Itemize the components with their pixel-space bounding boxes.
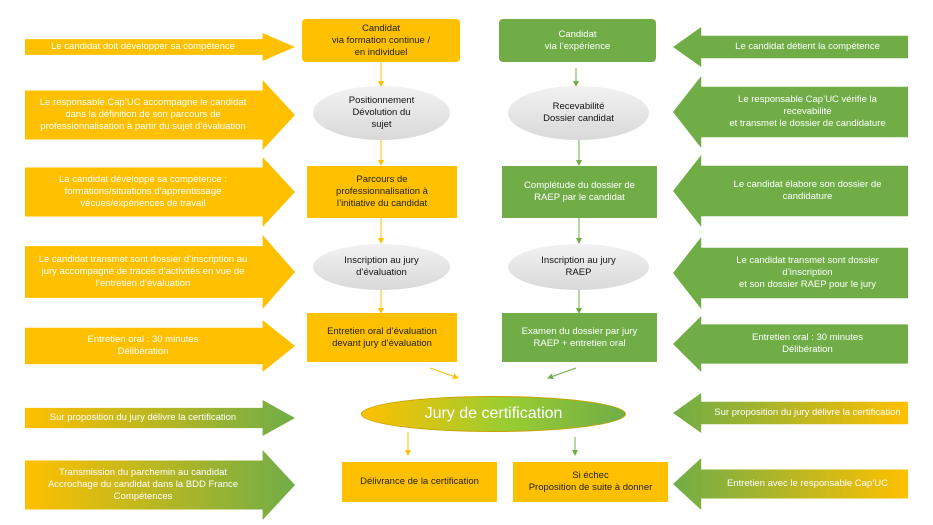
right-step-inscription: Inscription au jury RAEP	[508, 244, 649, 290]
left-step-entretien: Entretien oral d’évaluation devant jury …	[307, 313, 457, 362]
jury-node: Jury de certification	[361, 396, 626, 432]
left-note-5: Entretien oral : 30 minutes Délibération	[25, 320, 295, 372]
left-note-7: Transmission du parchemin au candidat Ac…	[25, 450, 295, 520]
outcome-success: Délivrance de la certification	[342, 462, 497, 502]
right-column-header: Candidat via l’expérience	[499, 19, 656, 62]
right-note-4: Le candidat transmet sont dossier d’insc…	[673, 237, 908, 309]
right-step-completude: Complétude du dossier de RAEP par le can…	[502, 166, 657, 218]
left-column-header: Candidat via formation continue / en ind…	[302, 19, 460, 62]
left-note-4: Le candidat transmet sont dossier d’insc…	[25, 235, 295, 309]
right-note-3: Le candidat élabore son dossier de candi…	[673, 155, 908, 227]
left-note-3: La candidat développe sa compétence : fo…	[25, 157, 295, 227]
left-note-2: Le responsable Cap’UC accompagne le cand…	[25, 80, 295, 150]
left-step-parcours: Parcours de professionnalisation à l’ini…	[307, 166, 457, 218]
right-step-examen: Examen du dossier par jury RAEP + entret…	[502, 313, 657, 362]
right-note-2: Le responsable Cap’UC vérifie la recevab…	[673, 76, 908, 148]
right-note-5: Entretien oral : 30 minutes Délibération	[673, 316, 908, 372]
outcome-failure: Si échec Proposition de suite à donner	[513, 462, 668, 502]
left-step-inscription: Inscription au jury d’évaluation	[313, 244, 450, 290]
right-step-recevabilite: Recevabilité Dossier candidat	[508, 86, 649, 140]
left-step-positionnement: Positionnement Dévolution du sujet	[313, 86, 450, 140]
